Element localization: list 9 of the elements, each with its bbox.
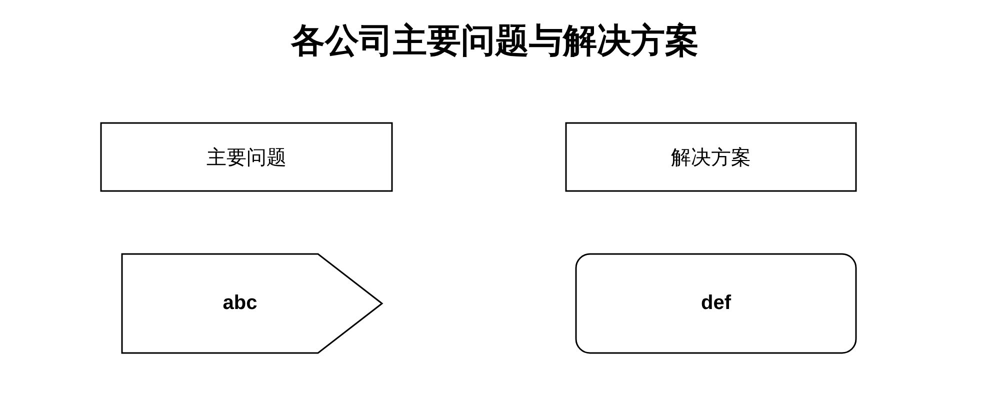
box-label: 主要问题 bbox=[206, 146, 286, 170]
rounded-box bbox=[575, 253, 857, 354]
box-label: def bbox=[701, 292, 731, 315]
box-label: 解决方案 bbox=[671, 146, 751, 170]
pentagon-box bbox=[121, 253, 383, 354]
title: 各公司主要问题与解决方案 bbox=[290, 21, 700, 62]
header-box bbox=[100, 122, 393, 192]
box-label: abc bbox=[222, 292, 258, 315]
header-box bbox=[565, 122, 857, 192]
